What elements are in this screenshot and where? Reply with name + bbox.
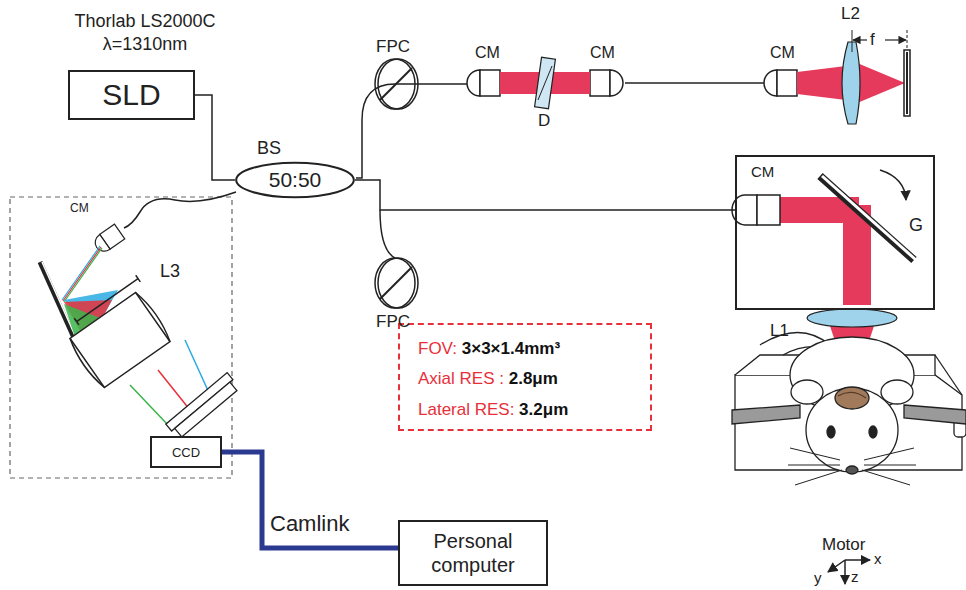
spec-value: 3.2μm <box>514 400 568 419</box>
fpc-label: FPC <box>376 38 410 57</box>
spec-value: 2.8μm <box>504 369 558 388</box>
connector-label: Camlink <box>268 512 351 536</box>
source-model: Thorlab LS2000C λ=1310nm <box>60 10 230 57</box>
connector <box>355 180 735 210</box>
collimator-label: CM <box>590 44 615 62</box>
connector <box>195 95 235 180</box>
collimators <box>467 70 797 96</box>
axes <box>828 560 870 584</box>
node-box: CCD <box>150 436 222 468</box>
lens-l1 <box>807 309 897 327</box>
node-box: Personal computer <box>398 520 548 586</box>
splitter-name: BS <box>257 138 281 159</box>
computer-label: Personal computer <box>410 529 536 577</box>
reference-fibre <box>356 59 765 178</box>
fpc-label: FPC <box>376 313 410 332</box>
sample-fpc-coil <box>375 210 418 308</box>
focal-label: f <box>870 31 875 50</box>
lens-label: L3 <box>160 262 180 282</box>
motor-label: Motor <box>822 536 865 555</box>
collimator-label: CM <box>751 163 774 180</box>
spec-line: FOV: 3×3×1.4mm³ <box>418 339 560 359</box>
spec-line: Lateral RES: 3.2μm <box>418 400 568 420</box>
dispersion-label: D <box>538 112 550 131</box>
spec-key: Lateral RES: <box>418 400 514 419</box>
connector <box>222 452 398 548</box>
node-box: FOV: 3×3×1.4mm³ Axial RES : 2.8μmLateral … <box>398 323 652 431</box>
node-box: Thorlab LS2000C λ=1310nmSLD <box>68 70 195 120</box>
node-box: BS50:50 <box>235 162 355 198</box>
lens-label: L2 <box>841 5 860 24</box>
axis-label: z <box>851 569 859 586</box>
collimator-label: CM <box>70 202 89 215</box>
camera-label: CCD <box>172 445 200 460</box>
lens-label: L1 <box>770 322 789 341</box>
dispersion-plate <box>535 57 556 108</box>
galvo-label: G <box>909 215 923 236</box>
spectrometer <box>10 192 240 478</box>
spec-line: Axial RES : 2.8μm <box>418 369 558 389</box>
lens-l2 <box>842 30 910 124</box>
spec-key: Axial RES : <box>418 369 504 388</box>
galvo-mirror <box>732 170 916 260</box>
collimator-label: CM <box>475 44 500 62</box>
node-box: CM G <box>735 155 935 310</box>
source-name: SLD <box>102 78 160 112</box>
split-ratio: 50:50 <box>269 168 322 192</box>
spec-value: 3×3×1.4mm³ <box>457 339 560 358</box>
mouse-stage <box>732 333 966 486</box>
axis-label: x <box>874 551 882 568</box>
axis-label: y <box>814 570 822 587</box>
collimator-label: CM <box>770 44 795 62</box>
spec-key: FOV: <box>418 339 457 358</box>
